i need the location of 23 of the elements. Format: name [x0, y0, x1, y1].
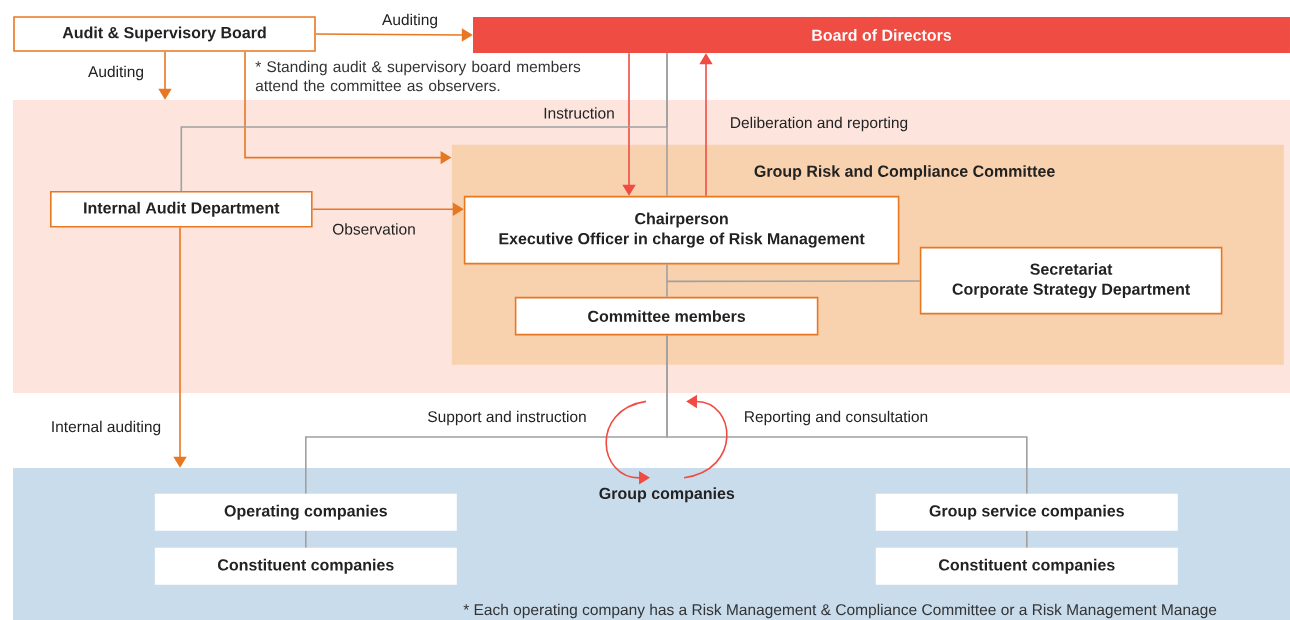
company-box: Operating companies [154, 493, 457, 531]
arrow [173, 226, 187, 468]
chairperson-box: Chairperson Executive Officer in charge of Risk Management [463, 195, 900, 265]
department-box: Internal Audit Department [50, 191, 313, 228]
members-box: Committee members [514, 296, 819, 336]
board-banner: Board of Directors [473, 17, 1290, 53]
note-text: * Each operating company has a Risk Management & Compliance Committee or a Risk Management Manage [463, 603, 1217, 619]
connector-line [305, 530, 307, 549]
board-box: Audit & Supervisory Board [13, 16, 316, 52]
company-box: Group service companies [875, 493, 1178, 531]
connector-line [666, 52, 668, 197]
note-text: * Standing audit & supervisory board members attend the committee as observers. [255, 60, 581, 92]
connector-line [666, 280, 921, 283]
secretariat-box: Secretariat Corporate Strategy Department [919, 246, 1223, 315]
edge-label: Instruction [542, 106, 616, 120]
company-box: Constituent companies [154, 547, 457, 585]
connector-line [666, 263, 668, 298]
connector-line [666, 334, 1028, 495]
edge-label: Observation [331, 222, 417, 236]
arrow [699, 53, 713, 197]
arrow [311, 202, 464, 216]
company-box: Constituent companies [875, 547, 1178, 585]
connector-line [1026, 530, 1028, 549]
